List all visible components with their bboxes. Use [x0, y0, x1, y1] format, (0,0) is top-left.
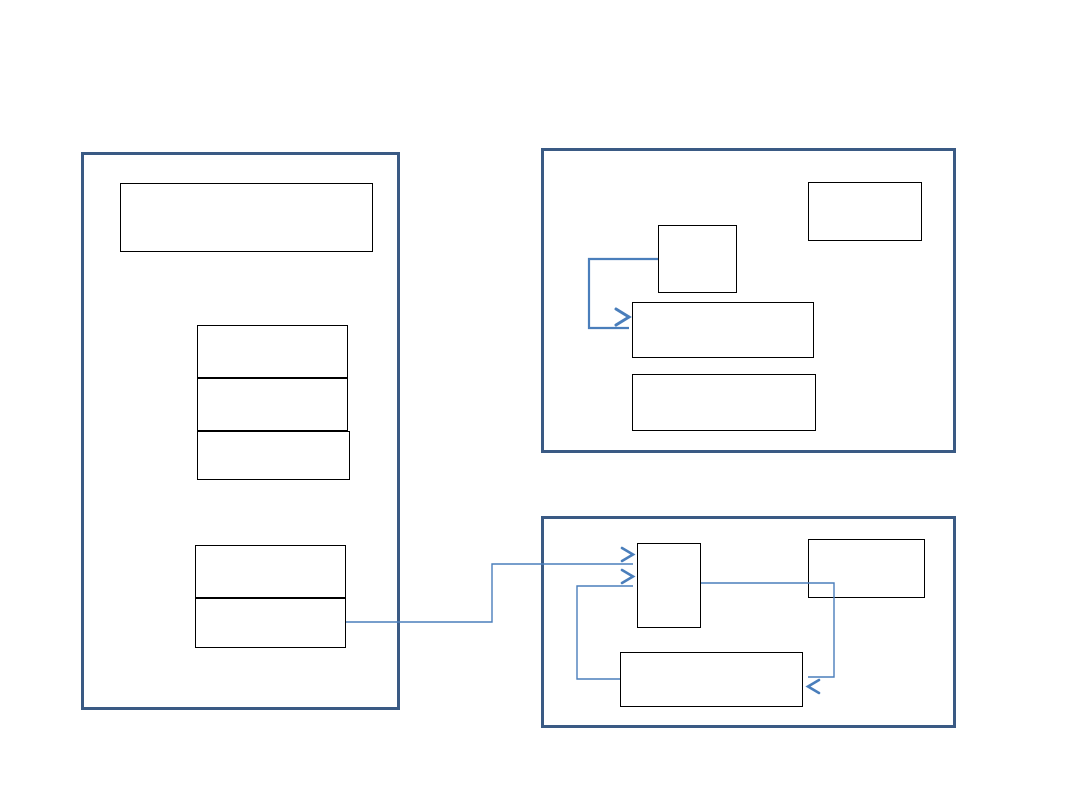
- left-stack2-box-1: [195, 545, 346, 598]
- left-stack3-box-3: [197, 431, 350, 480]
- left-panel: [81, 152, 400, 710]
- topright-square-box: [658, 225, 737, 293]
- topright-wide-box-1: [632, 302, 814, 358]
- topright-wide-box-2: [632, 374, 816, 431]
- top-right-panel: [541, 148, 956, 453]
- topright-corner-box: [808, 182, 922, 241]
- left-stack2-box-2: [195, 598, 346, 648]
- left-stack3-box-2: [197, 378, 348, 431]
- left-header-box: [120, 183, 373, 252]
- bottomright-wide-box: [620, 652, 803, 707]
- left-stack3-box-1: [197, 325, 348, 378]
- bottomright-tall-box: [637, 543, 701, 628]
- bottomright-corner-box: [808, 539, 925, 598]
